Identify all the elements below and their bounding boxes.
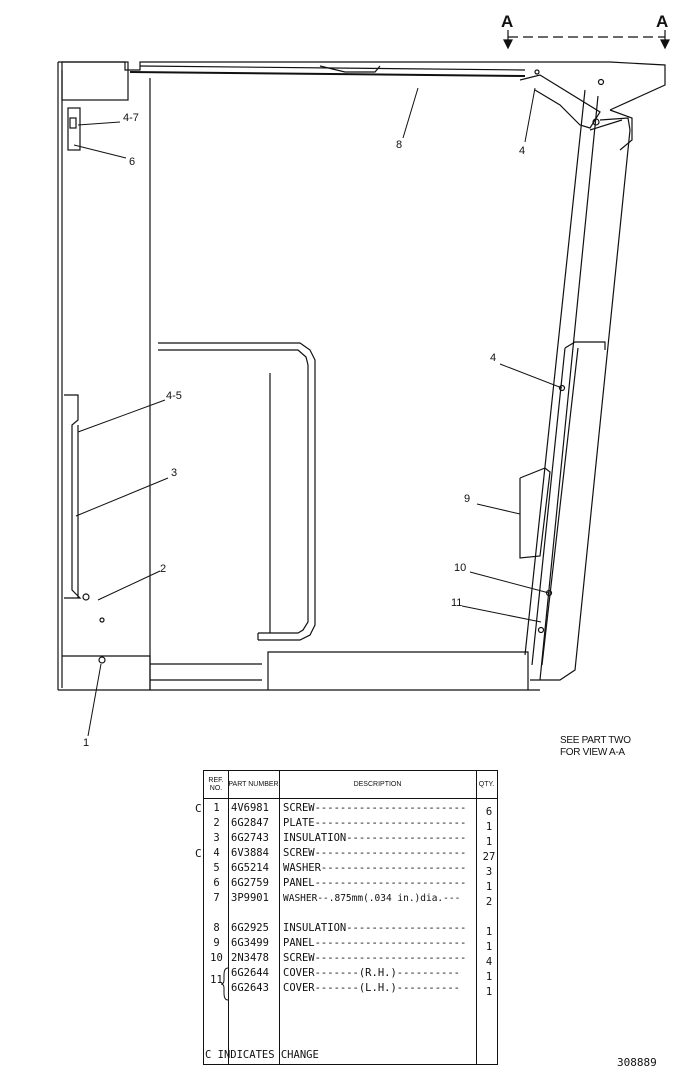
callout: 6 (129, 156, 136, 168)
table-row: 10 2N3478 SCREW------------------------ … (204, 951, 499, 968)
table-row: 6 6G2759 PANEL------------------------ 1 (204, 876, 499, 893)
quantity: 1 (485, 941, 493, 953)
part-number: 6G2643 (231, 982, 269, 994)
see-part-note: SEE PART TWO FOR VIEW A-A (560, 735, 631, 759)
description: INSULATION------------------- (283, 832, 467, 844)
quantity: 1 (485, 986, 493, 998)
callout: 3 (171, 467, 178, 479)
part-number: 6G5214 (231, 862, 269, 874)
ref-no: 1 (213, 802, 220, 814)
callout: 10 (454, 562, 467, 574)
ref-no: 5 (213, 862, 220, 874)
description: COVER-------(L.H.)---------- (283, 982, 461, 994)
description: WASHER----------------------- (283, 862, 467, 874)
part-number: 6V3884 (231, 847, 269, 859)
section-line (503, 30, 670, 50)
leader-lines (73, 87, 563, 737)
part-number: 6G2743 (231, 832, 269, 844)
callout: 9 (464, 493, 471, 505)
quantity: 1 (485, 926, 493, 938)
description: PANEL------------------------ (283, 937, 467, 949)
duct-pipe (158, 342, 316, 641)
change-marker: C (195, 802, 202, 815)
quantity: 3 (485, 866, 493, 878)
parts-drawing (57, 30, 670, 737)
ref-no: 7 (213, 892, 220, 904)
table-row: 5 6G5214 WASHER----------------------- 3 (204, 861, 499, 878)
table-row: 3 6G2743 INSULATION------------------- 1 (204, 831, 499, 848)
quantity: 1 (485, 836, 493, 848)
side-panel (519, 341, 606, 666)
part-number: 4V6981 (231, 802, 269, 814)
change-marker: C (195, 847, 202, 860)
change-note: C INDICATES CHANGE (205, 1049, 319, 1061)
header-desc: DESCRIPTION (279, 771, 476, 799)
table-row: 6G2643 COVER-------(L.H.)---------- 1 (204, 981, 499, 998)
parts-table: REF. NO. PART NUMBER DESCRIPTION QTY. 1 … (203, 770, 498, 1065)
see-part-line2: FOR VIEW A-A (560, 747, 625, 758)
callout: 4-7 (123, 112, 139, 124)
description: SCREW------------------------ (283, 802, 467, 814)
see-part-line1: SEE PART TWO (560, 735, 631, 746)
description: SCREW------------------------ (283, 847, 467, 859)
quantity: 1 (485, 821, 493, 833)
part-number: 6G2759 (231, 877, 269, 889)
section-label-left: A (501, 12, 514, 31)
drawing-number: 308889 (617, 1056, 657, 1069)
ref-no: 3 (213, 832, 220, 844)
part-number: 6G2847 (231, 817, 269, 829)
ref-no: 2 (213, 817, 220, 829)
table-row: 4 6V3884 SCREW------------------------ 2… (204, 846, 499, 863)
description: COVER-------(R.H.)---------- (283, 967, 461, 979)
quantity: 1 (485, 881, 493, 893)
callout: 8 (396, 139, 403, 151)
part-number: 2N3478 (231, 952, 269, 964)
quantity: 4 (485, 956, 493, 968)
header-part: PART NUMBER (228, 771, 279, 799)
ref-no: 9 (213, 937, 220, 949)
group-brace (221, 967, 229, 1001)
table-row: 9 6G3499 PANEL------------------------ 1 (204, 936, 499, 953)
table-row: 8 6G2925 INSULATION------------------- 1 (204, 921, 499, 938)
ref-no: 11 (210, 974, 223, 986)
panel-clip (64, 107, 106, 664)
table-row: 2 6G2847 PLATE------------------------ 1 (204, 816, 499, 833)
ref-no: 10 (210, 952, 223, 964)
table-row: 7 3P9901 WASHER--.875mm(.034 in.)dia.---… (204, 891, 499, 908)
part-number: 6G3499 (231, 937, 269, 949)
callout: 2 (160, 563, 167, 575)
part-number: 3P9901 (231, 892, 269, 904)
ref-no: 6 (213, 877, 220, 889)
upper-bracket (519, 69, 605, 129)
description: PLATE------------------------ (283, 817, 467, 829)
description: INSULATION------------------- (283, 922, 467, 934)
description: PANEL------------------------ (283, 877, 467, 889)
ref-no: 4 (213, 847, 220, 859)
header-qty: QTY. (476, 771, 497, 799)
section-label-right: A (656, 12, 669, 31)
callout: 11 (451, 597, 463, 609)
part-number: 6G2644 (231, 967, 269, 979)
part-number: 6G2925 (231, 922, 269, 934)
description: WASHER--.875mm(.034 in.)dia.--- (283, 893, 461, 904)
callout: 1 (83, 737, 90, 749)
quantity: 1 (485, 971, 493, 983)
cab-frame (57, 61, 666, 691)
quantity: 27 (482, 851, 496, 863)
callout: 4-5 (166, 390, 182, 402)
table-row: 11 6G2644 COVER-------(R.H.)---------- 1 (204, 966, 499, 986)
callout: 4 (519, 145, 526, 157)
table-row: 1 4V6981 SCREW------------------------ 6 (204, 801, 499, 818)
quantity: 2 (485, 896, 493, 908)
description: SCREW------------------------ (283, 952, 467, 964)
ref-no: 8 (213, 922, 220, 934)
quantity: 6 (485, 806, 493, 818)
header-ref: REF. NO. (204, 771, 228, 799)
callout: 4 (490, 352, 497, 364)
